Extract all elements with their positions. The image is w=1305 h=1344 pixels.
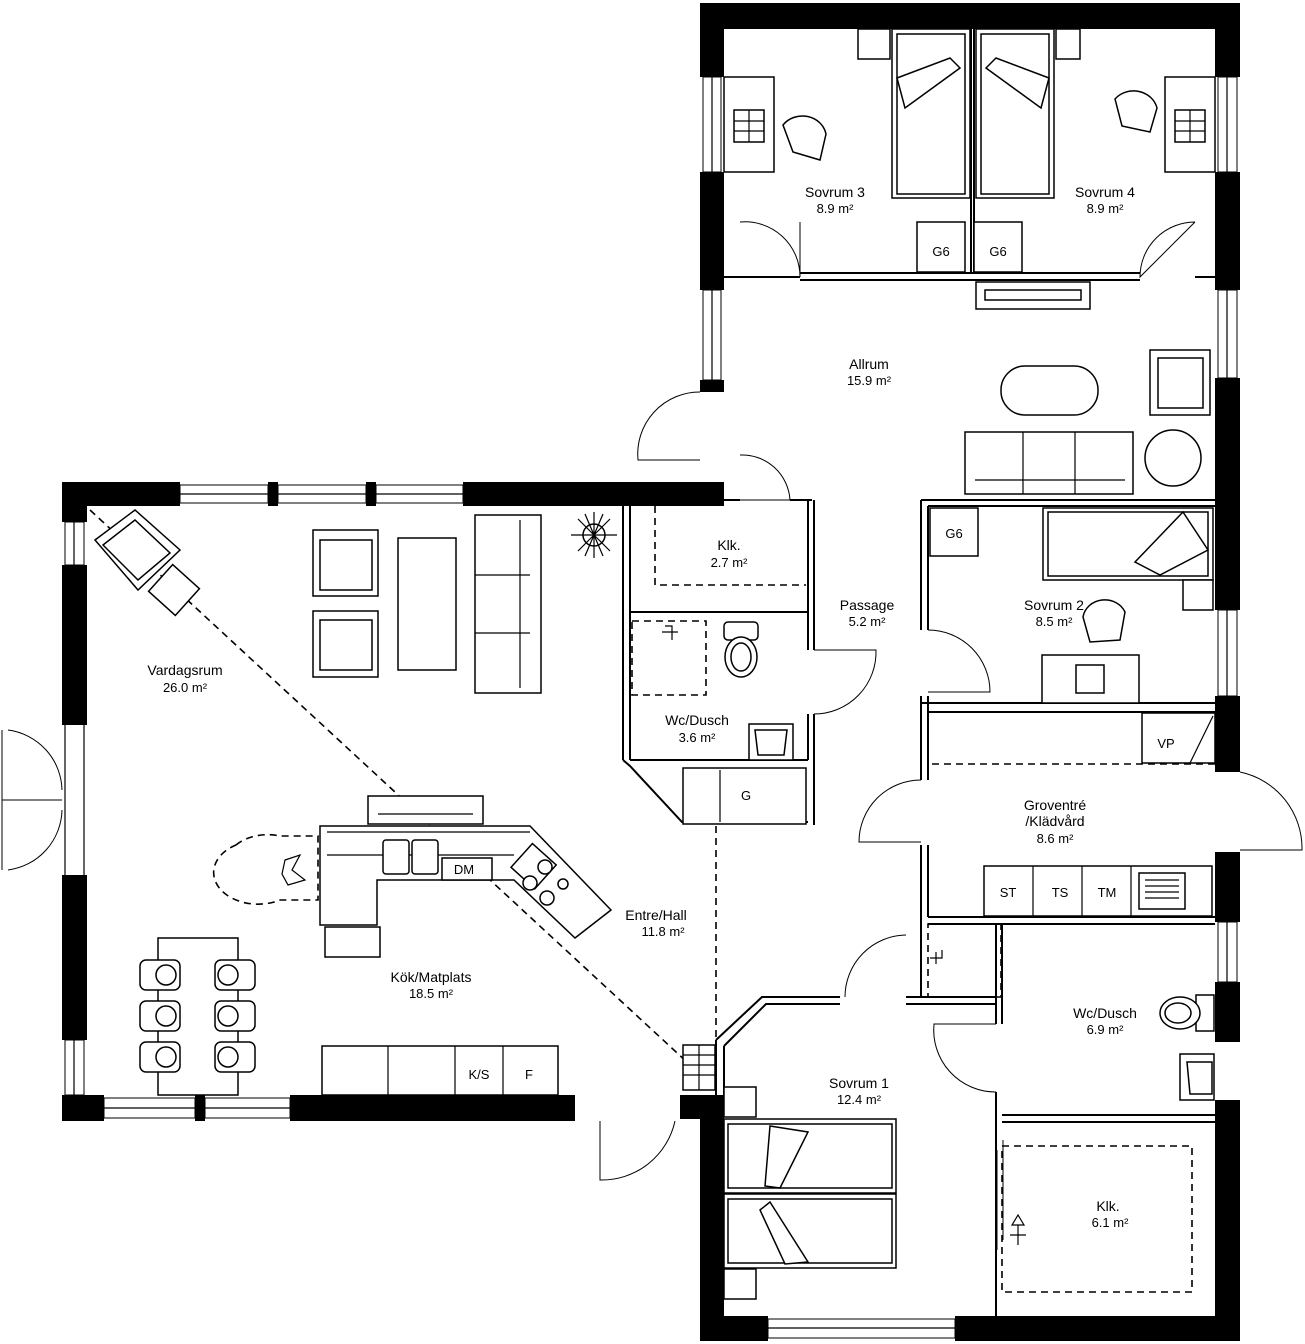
- g-label: G: [741, 788, 751, 803]
- room-area: 5.2 m²: [849, 614, 887, 629]
- fixture-labels: G6 G6 G6 VP G DM ST TS TM K/S F: [454, 244, 1175, 1082]
- room-name: Groventré: [1024, 797, 1086, 813]
- small-bathroom: [662, 621, 807, 825]
- room-area: 11.8 m²: [641, 924, 685, 939]
- windows: [64, 76, 1238, 1339]
- room-name: Entre/Hall: [625, 907, 686, 923]
- room-area: 18.5 m²: [409, 986, 454, 1001]
- room-labels: Sovrum 3 8.9 m² Sovrum 4 8.9 m² Allrum 1…: [147, 184, 1137, 1230]
- st-label: ST: [1000, 885, 1017, 900]
- room-area: 8.9 m²: [1087, 201, 1125, 216]
- room-name: Wc/Dusch: [1073, 1005, 1137, 1021]
- exterior-walls: [62, 3, 1240, 1341]
- room-area: 8.6 m²: [1037, 831, 1075, 846]
- room-name: Vardagsrum: [147, 662, 222, 678]
- bedroom-3-4-furniture: [723, 28, 1216, 310]
- room-name: Klk.: [717, 537, 740, 553]
- room-area: 26.0 m²: [163, 680, 208, 695]
- dining-table: [139, 937, 256, 1096]
- room-name: Klk.: [1096, 1198, 1119, 1214]
- room-name: Wc/Dusch: [665, 712, 729, 728]
- room-area: 2.7 m²: [711, 555, 749, 570]
- doors: [1, 221, 1303, 1250]
- vp-label: VP: [1157, 736, 1174, 751]
- large-bathroom: [930, 950, 1215, 1101]
- room-area: 15.9 m²: [847, 373, 892, 388]
- room-name-line-2: /Klädvård: [1025, 813, 1084, 829]
- room-name: Sovrum 4: [1075, 184, 1135, 200]
- g6-label: G6: [989, 244, 1006, 259]
- room-area: 3.6 m²: [679, 730, 717, 745]
- plant-icon: [571, 512, 617, 558]
- room-area: 6.9 m²: [1087, 1022, 1125, 1037]
- g6-label: G6: [932, 244, 949, 259]
- room-name: Sovrum 1: [829, 1075, 889, 1091]
- bedroom-2-furniture: [929, 507, 1214, 704]
- room-area: 8.9 m²: [817, 201, 855, 216]
- dm-label: DM: [454, 862, 474, 877]
- chairs: [139, 959, 256, 1073]
- room-name: Kök/Matplats: [391, 969, 472, 985]
- tm-label: TM: [1098, 885, 1117, 900]
- room-name: Passage: [840, 597, 895, 613]
- room-name: Sovrum 3: [805, 184, 865, 200]
- laundry-area: [983, 712, 1216, 917]
- allrum-furniture: [964, 349, 1211, 495]
- living-room-furniture: [93, 509, 617, 825]
- f-label: F: [525, 1067, 533, 1082]
- room-name: Sovrum 2: [1024, 597, 1084, 613]
- room-area: 8.5 m²: [1036, 614, 1074, 629]
- g6-label: G6: [945, 526, 962, 541]
- room-name: Allrum: [849, 356, 889, 372]
- kitchen: [281, 825, 613, 958]
- room-area: 12.4 m²: [837, 1092, 882, 1107]
- ks-label: K/S: [469, 1067, 490, 1082]
- kitchen-cabinets: [321, 1045, 559, 1096]
- room-area: 6.1 m²: [1092, 1215, 1130, 1230]
- bedroom-1-furniture: [682, 1044, 1026, 1300]
- ts-label: TS: [1052, 885, 1069, 900]
